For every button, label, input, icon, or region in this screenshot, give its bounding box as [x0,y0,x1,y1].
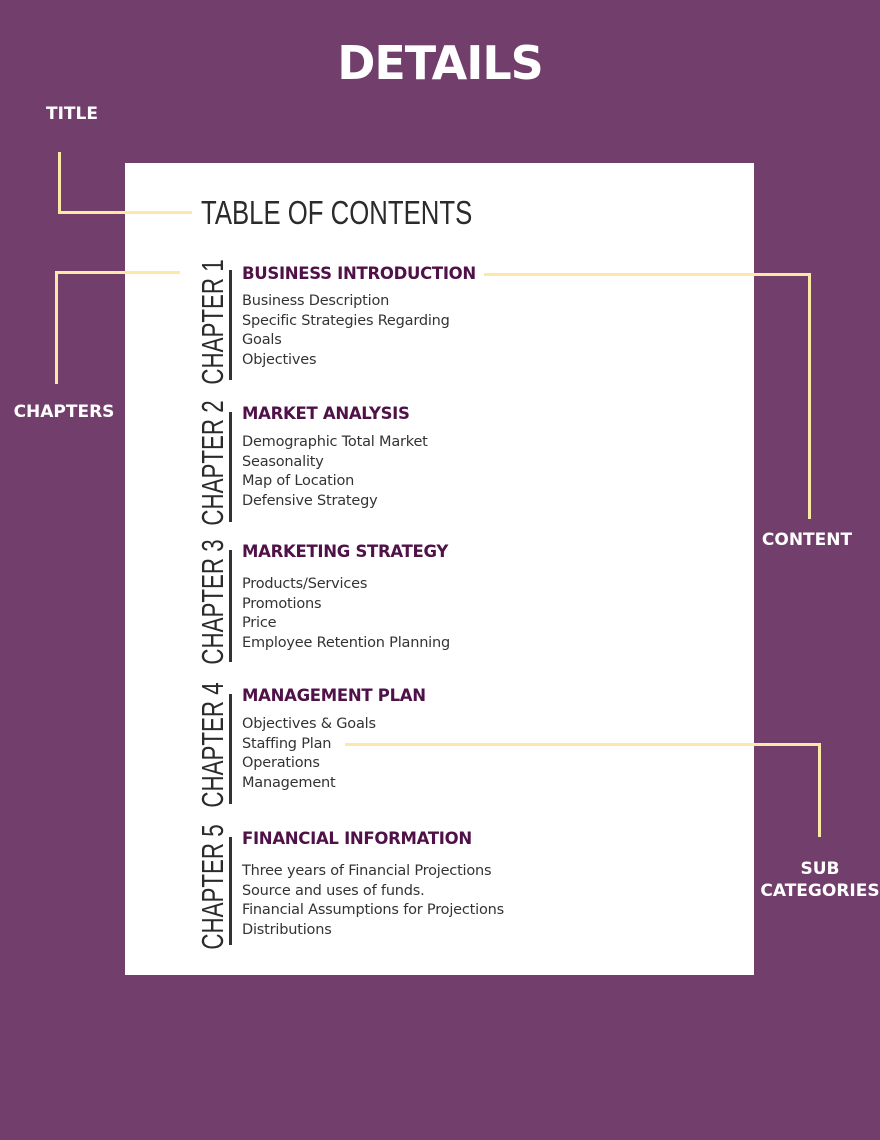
chapter-heading: BUSINESS INTRODUCTION [242,264,476,283]
list-item: Products/Services [242,576,368,592]
chapter-divider [229,270,232,380]
chapter-label: CHAPTER 4 [195,682,230,808]
list-item: Management [242,774,336,791]
list-item: Promotions [242,595,322,612]
annotation-title: TITLE [46,104,98,124]
list-item: Defensive Strategy [242,492,378,509]
list-item: Map of Location [242,473,355,489]
annotation-sub-categories: SUB CATEGORIES [760,858,880,902]
content-callout-line-horizontal [484,273,810,276]
title-callout-line-vertical [58,152,61,214]
list-item: Distributions [242,921,332,938]
toc-title: TABLE OF CONTENTS [201,194,473,231]
annotation-sub-categories-line1: SUB [800,859,840,879]
annotation-chapters: CHAPTERS [13,402,115,422]
list-item: Seasonality [242,453,324,470]
list-item: Employee Retention Planning [242,634,451,651]
page-heading: DETAILS [337,36,544,90]
list-item: Operations [242,755,320,771]
chapter-divider [229,837,232,945]
chapter-heading: MARKETING STRATEGY [242,542,449,561]
chapter-divider [229,550,232,662]
chapters-callout-line-vertical [55,271,58,384]
chapter-label: CHAPTER 1 [195,259,230,385]
list-item: Staffing Plan [242,735,332,752]
list-item: Objectives & Goals [242,716,376,732]
annotation-content: CONTENT [761,530,853,550]
subcategory-list: Products/Services Promotions Price Emplo… [242,575,450,653]
list-item: Price [242,615,277,631]
chapters-callout-line-horizontal [55,271,180,274]
title-callout-line-horizontal [58,211,192,214]
list-item: Objectives [242,351,317,368]
list-item: Specific Strategies Regarding [242,312,450,329]
subcategory-list: Business Description Specific Strategies… [242,292,450,370]
list-item: Three years of Financial Projections [242,863,492,879]
chapter-heading: MANAGEMENT PLAN [242,686,426,705]
annotation-sub-categories-line2: CATEGORIES [760,881,880,901]
list-item: Demographic Total Market [242,434,428,450]
chapter-divider [229,412,232,522]
chapter-label: CHAPTER 2 [195,400,230,526]
subcategories-callout-line-horizontal [345,743,821,746]
list-item: Business Description [242,293,390,309]
chapter-heading: FINANCIAL INFORMATION [242,829,472,848]
chapter-label: CHAPTER 3 [195,539,230,665]
subcategory-list: Demographic Total Market Seasonality Map… [242,433,428,511]
list-item: Source and uses of funds. [242,882,425,899]
list-item: Goals [242,332,282,348]
content-callout-line-vertical [808,273,811,519]
chapter-heading: MARKET ANALYSIS [242,404,410,423]
subcategories-callout-line-vertical [818,743,821,837]
subcategory-list: Three years of Financial Projections Sou… [242,862,504,940]
subcategory-list: Objectives & Goals Staffing Plan Operati… [242,715,376,793]
list-item: Financial Assumptions for Projections [242,902,504,918]
chapter-divider [229,694,232,804]
chapter-label: CHAPTER 5 [195,824,230,950]
